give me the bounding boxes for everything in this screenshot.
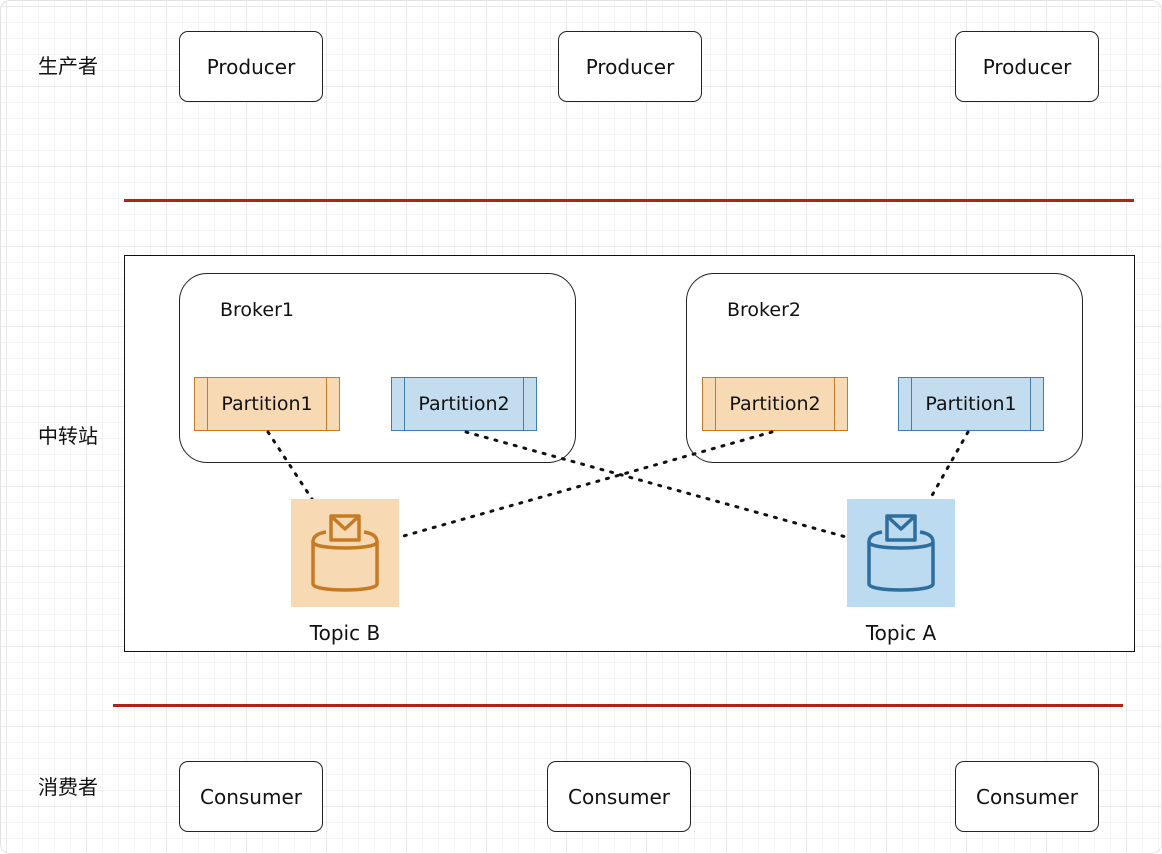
broker-1-title: Broker1 <box>220 299 294 321</box>
consumer-node-1: Consumer <box>179 761 323 832</box>
partition-label: Partition2 <box>729 393 821 415</box>
partition-label: Partition1 <box>925 393 1017 415</box>
topic-a-node <box>847 499 955 607</box>
producer-node-1: Producer <box>179 31 323 102</box>
topic-a-label: Topic A <box>865 621 937 645</box>
mail-bucket-icon <box>867 514 935 592</box>
mail-bucket-icon <box>311 514 379 592</box>
consumer-node-2: Consumer <box>547 761 691 832</box>
partition-label: Partition2 <box>418 393 510 415</box>
consumer-layer-label: 消费者 <box>38 775 98 799</box>
producer-layer-label: 生产者 <box>38 54 98 78</box>
transit-layer-label: 中转站 <box>38 424 98 448</box>
producer-node-2: Producer <box>558 31 702 102</box>
consumer-divider-line <box>113 704 1123 707</box>
broker-1-partition-1: Partition1 <box>194 377 340 431</box>
broker-2-partition-2: Partition2 <box>702 377 848 431</box>
producer-divider-line <box>124 199 1134 202</box>
producer-node-3: Producer <box>955 31 1099 102</box>
partition-label: Partition1 <box>221 393 313 415</box>
broker-1-partition-2: Partition2 <box>391 377 537 431</box>
topic-b-node <box>291 499 399 607</box>
broker-2-title: Broker2 <box>727 299 801 321</box>
broker-2-partition-1: Partition1 <box>898 377 1044 431</box>
topic-b-label: Topic B <box>309 621 381 645</box>
consumer-node-3: Consumer <box>955 761 1099 832</box>
